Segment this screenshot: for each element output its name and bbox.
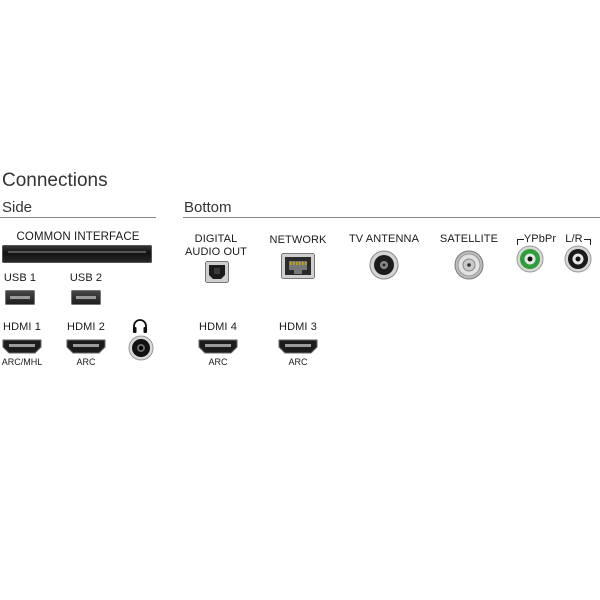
digital-audio-label-line1: DIGITAL — [194, 233, 238, 245]
satellite-label: SATELLITE — [439, 233, 499, 245]
hdmi1-label: HDMI 1 — [3, 321, 41, 333]
side-divider — [0, 217, 156, 218]
hdmi2-port — [66, 339, 106, 354]
headphone-jack — [128, 335, 154, 361]
hdmi4-port — [198, 339, 238, 354]
hdmi3-label: HDMI 3 — [279, 321, 317, 333]
hdmi2-sublabel: ARC — [76, 357, 96, 367]
usb2-label: USB 2 — [69, 272, 103, 284]
ypbpr-label: YPbPr — [523, 233, 557, 245]
lr-bracket-right — [584, 239, 591, 245]
lr-audio-jack — [564, 245, 592, 273]
hdmi1-port — [2, 339, 42, 354]
side-heading: Side — [2, 199, 33, 216]
hdmi4-sublabel: ARC — [208, 357, 228, 367]
usb2-port — [71, 290, 101, 305]
lr-label: L/R — [565, 233, 583, 245]
page-title: Connections — [2, 170, 108, 191]
hdmi3-sublabel: ARC — [288, 357, 308, 367]
tv-antenna-label: TV ANTENNA — [348, 233, 420, 245]
ypbpr-jack — [516, 245, 544, 273]
ypbpr-bracket-left — [517, 239, 524, 245]
bottom-heading: Bottom — [184, 199, 232, 216]
hdmi4-label: HDMI 4 — [199, 321, 237, 333]
hdmi2-label: HDMI 2 — [67, 321, 105, 333]
bottom-divider — [183, 217, 600, 218]
headphone-icon — [133, 319, 147, 333]
usb1-label: USB 1 — [3, 272, 37, 284]
common-interface-label: COMMON INTERFACE — [16, 231, 140, 243]
digital-audio-label-line2: AUDIO OUT — [184, 246, 247, 258]
tv-antenna-port — [369, 250, 399, 280]
network-label: NETWORK — [269, 234, 327, 246]
hdmi3-port — [278, 339, 318, 354]
usb1-port — [5, 290, 35, 305]
common-interface-slot — [2, 245, 152, 263]
hdmi1-sublabel: ARC/MHL — [1, 357, 43, 367]
satellite-port — [454, 250, 484, 280]
network-port — [281, 253, 315, 279]
digital-audio-port — [205, 261, 229, 283]
